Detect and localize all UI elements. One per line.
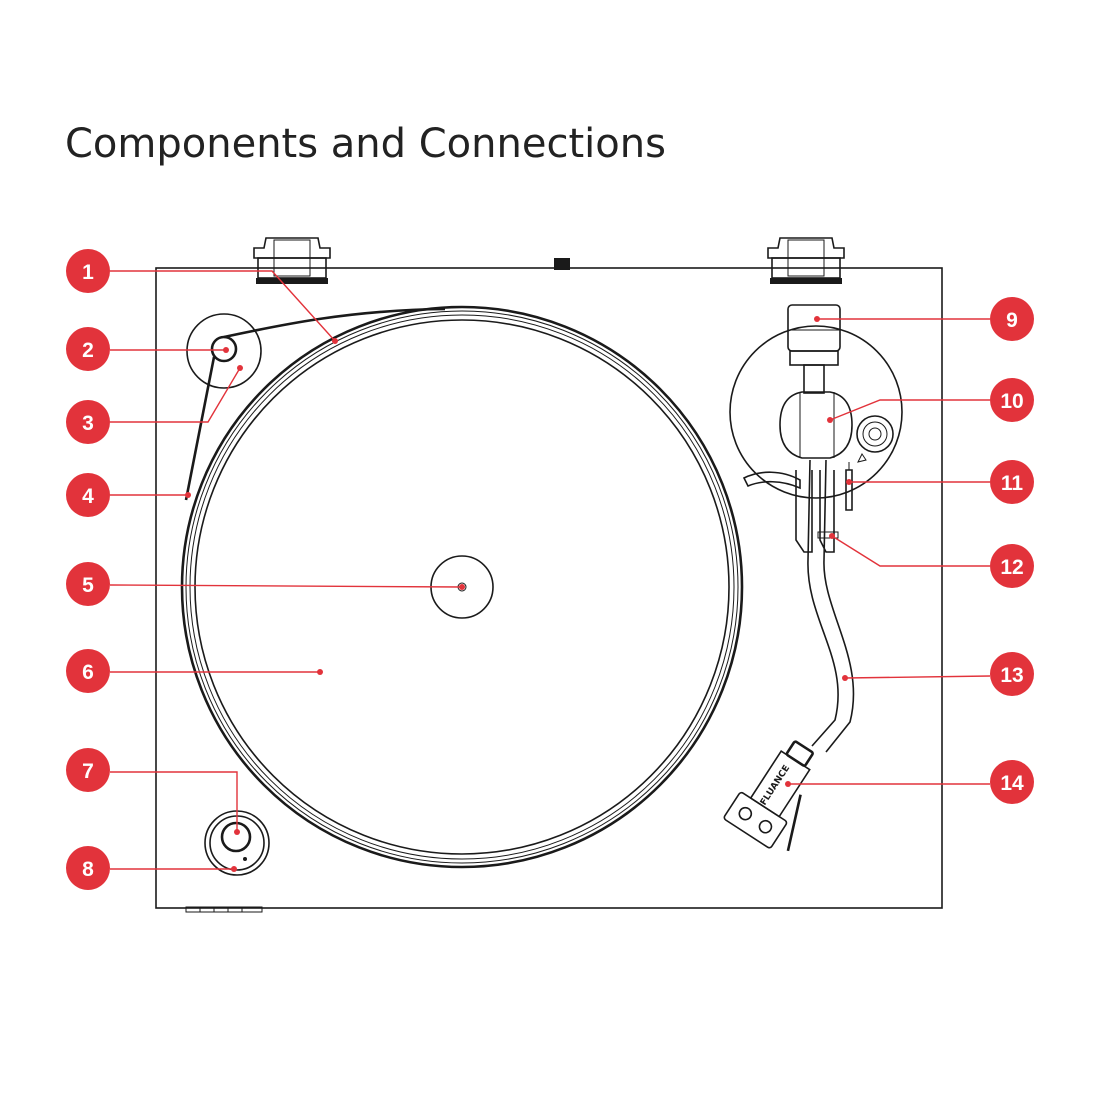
svg-text:9: 9 — [1006, 309, 1018, 332]
callout-2: 2 — [66, 327, 110, 371]
callout-4: 4 — [66, 473, 110, 517]
plinth-outline — [155, 267, 943, 909]
svg-text:3: 3 — [82, 412, 94, 435]
callout-10: 10 — [990, 378, 1034, 422]
turntable-drawing: FLUANCE — [155, 237, 943, 913]
leader-lines — [109, 270, 991, 870]
svg-text:1: 1 — [82, 261, 94, 284]
callout-11: 11 — [990, 460, 1034, 504]
tonearm-tube — [807, 459, 855, 753]
callout-12: 12 — [990, 544, 1034, 588]
rear-connectors — [185, 906, 263, 913]
svg-text:8: 8 — [82, 858, 94, 881]
callout-13: 13 — [990, 652, 1034, 696]
svg-text:2: 2 — [82, 339, 94, 362]
svg-text:5: 5 — [82, 574, 94, 597]
svg-text:12: 12 — [1000, 556, 1023, 579]
headshell: FLUANCE — [723, 740, 814, 852]
tonearm-base — [729, 304, 903, 553]
page-title: Components and Connections — [65, 121, 666, 167]
callout-6: 6 — [66, 649, 110, 693]
svg-text:7: 7 — [82, 760, 94, 783]
drive-belt — [184, 307, 446, 501]
svg-text:4: 4 — [82, 485, 94, 508]
callout-7: 7 — [66, 748, 110, 792]
platter — [180, 305, 744, 869]
hinge-left — [253, 237, 331, 284]
callout-3: 3 — [66, 400, 110, 444]
svg-text:10: 10 — [1000, 390, 1023, 413]
svg-text:14: 14 — [1000, 772, 1024, 795]
callout-14: 14 — [990, 760, 1034, 804]
svg-text:11: 11 — [1001, 472, 1024, 495]
callout-5: 5 — [66, 562, 110, 606]
hinge-right — [767, 237, 845, 284]
svg-text:6: 6 — [82, 661, 94, 684]
rear-tab — [554, 258, 570, 270]
callout-1: 1 — [66, 249, 110, 293]
callout-8: 8 — [66, 846, 110, 890]
callout-9: 9 — [990, 297, 1034, 341]
svg-text:13: 13 — [1000, 664, 1023, 687]
anchor-dots — [185, 316, 852, 872]
